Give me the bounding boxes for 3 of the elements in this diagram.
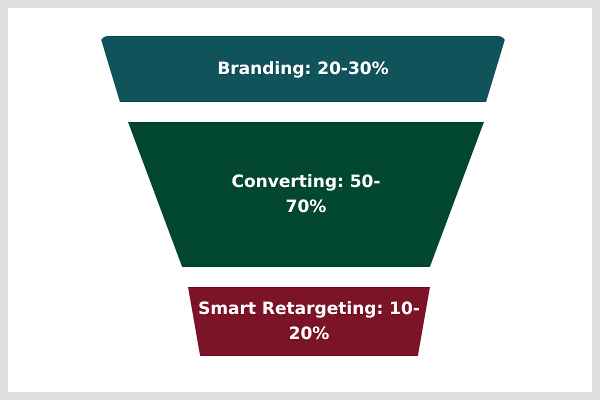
stage-label: Branding: 20-30% bbox=[217, 58, 389, 81]
stage-label: Converting: 50-70% bbox=[231, 170, 381, 218]
stage-label: Smart Retargeting: 10-20% bbox=[197, 298, 421, 346]
